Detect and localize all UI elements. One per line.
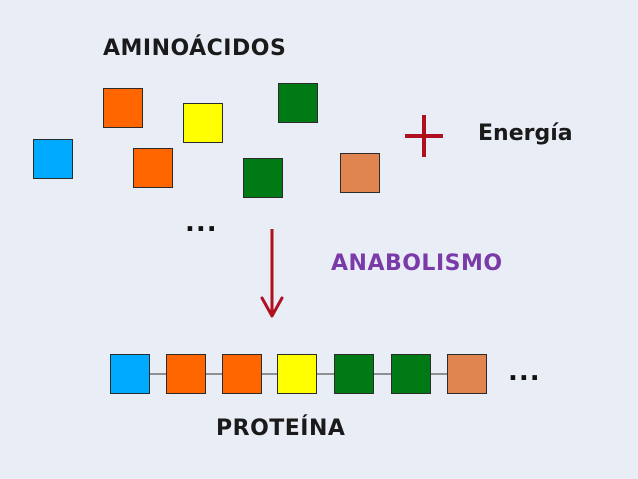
protein-chain-square (277, 354, 317, 394)
plus-icon (405, 115, 443, 157)
protein-chain-square (391, 354, 431, 394)
amino-acid-square (103, 88, 143, 128)
aminoacidos-title: AMINOÁCIDOS (103, 36, 287, 61)
ellipsis-bottom: ... (508, 357, 541, 387)
protein-chain-square (222, 354, 262, 394)
amino-acid-square (183, 103, 223, 143)
down-arrow-icon (260, 229, 284, 318)
energia-label: Energía (478, 121, 573, 146)
ellipsis-top: ... (185, 208, 218, 238)
amino-acid-square (33, 139, 73, 179)
amino-acid-square (243, 158, 283, 198)
protein-chain-square (166, 354, 206, 394)
proteina-label: PROTEÍNA (216, 416, 346, 441)
protein-chain-square (447, 354, 487, 394)
anabolismo-label: ANABOLISMO (331, 251, 503, 276)
amino-acid-square (278, 83, 318, 123)
protein-chain-square (334, 354, 374, 394)
amino-acid-square (340, 153, 380, 193)
protein-chain-square (110, 354, 150, 394)
amino-acid-square (133, 148, 173, 188)
